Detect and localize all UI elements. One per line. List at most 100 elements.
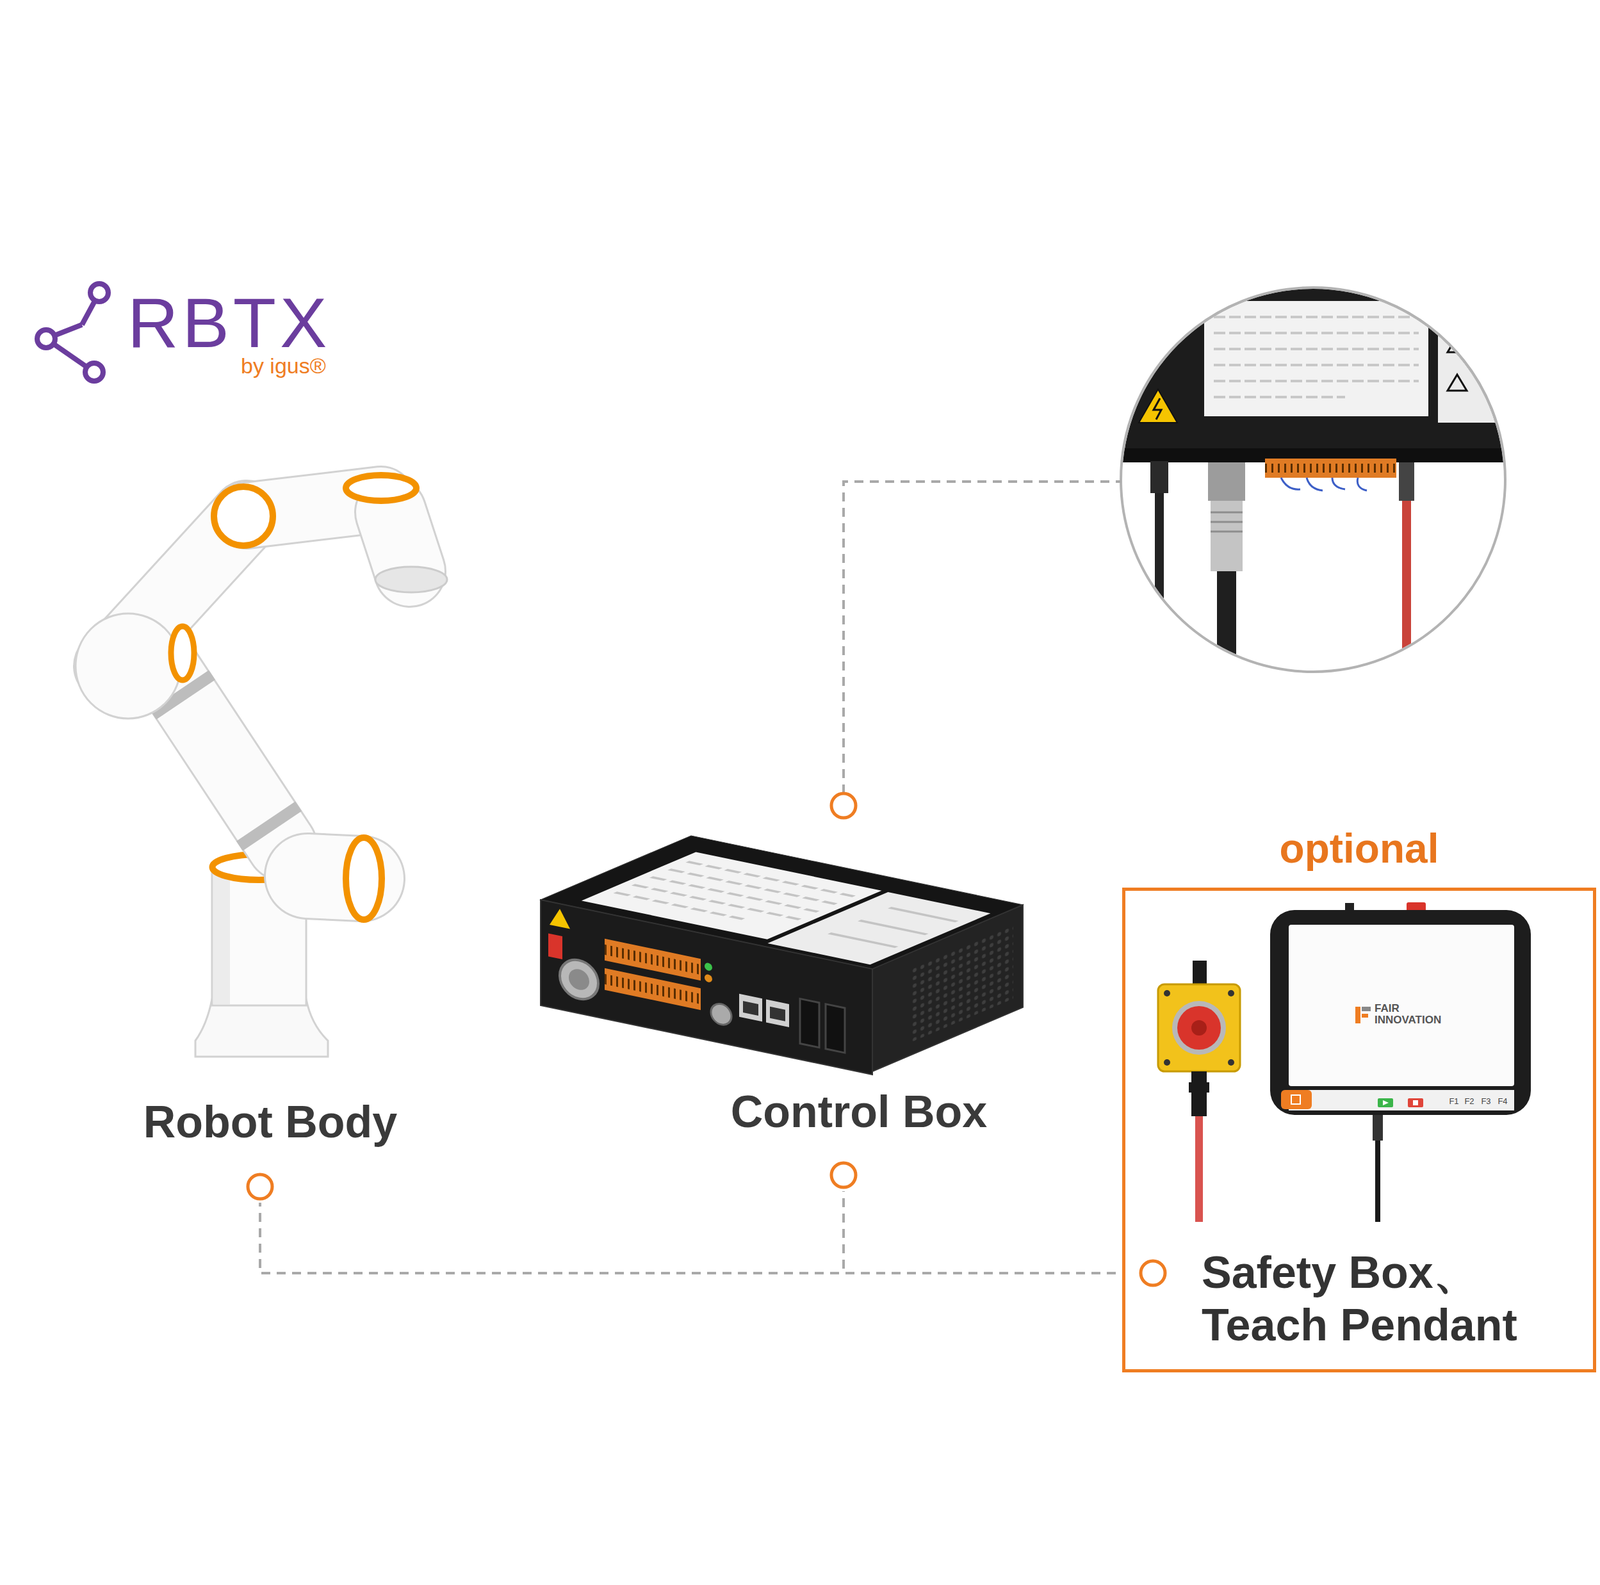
screw (1227, 1059, 1235, 1066)
slot (825, 1004, 845, 1054)
logo-dot (85, 363, 104, 382)
component-label: Control Box (730, 1086, 988, 1139)
robot-foot (195, 999, 328, 1057)
wrist-ring (213, 486, 273, 546)
flange-outline (390, 512, 410, 572)
shoulder-ring (345, 837, 382, 920)
sheet-line (1213, 331, 1419, 335)
safety-box-illustration (1158, 960, 1241, 1223)
inset-warning-mark (1447, 374, 1467, 391)
estop-button (1177, 1006, 1221, 1050)
power-plug (1150, 461, 1169, 494)
inset-terminal-strip (1265, 458, 1397, 478)
gland-nut (1188, 1082, 1210, 1093)
estop-center (1191, 1020, 1207, 1036)
function-key-label: F3 (1478, 1097, 1494, 1106)
leader-line (843, 481, 1121, 794)
sheet-line (1213, 379, 1419, 383)
optional-accessories-box: optionalSafety Box、 Teach Pendant (1122, 887, 1597, 1373)
inset-wires (1281, 477, 1367, 491)
inset-ground (1114, 281, 1512, 679)
side-face (872, 905, 1023, 1072)
estop-housing (1158, 984, 1241, 1072)
small-connector (710, 1001, 732, 1027)
robot-connector (559, 956, 599, 1004)
pendant-brand-mark (1291, 1095, 1301, 1105)
screen-logo-bar (1361, 1006, 1371, 1012)
detail-inset (1114, 281, 1522, 681)
sheet-line (889, 907, 957, 922)
inset-sheet-lines (1213, 317, 1419, 398)
sheet-line (1213, 315, 1419, 319)
ethernet-port (766, 999, 790, 1028)
warning-sign (549, 906, 571, 930)
inset-warning-sheet (1437, 301, 1522, 423)
pendant-brand-tab (1281, 1090, 1312, 1110)
robot-connector-core (568, 967, 590, 993)
inset-border (1120, 287, 1506, 672)
screw (1227, 990, 1235, 997)
connector-dot (831, 1163, 856, 1188)
strain-relief (1372, 1115, 1383, 1141)
metal-connector-sleeve (1210, 500, 1243, 572)
status-led (704, 973, 713, 984)
component-label: Robot Body (143, 1096, 398, 1149)
stop-key-mark (1412, 1100, 1419, 1106)
wrist-top-ring (345, 475, 417, 501)
flange-face (375, 566, 448, 593)
red-cable-plug (1398, 462, 1415, 501)
dashed-connector (260, 1202, 1123, 1274)
stop-key (1407, 1098, 1424, 1108)
pendant-cable (1375, 1140, 1381, 1223)
brand-logo-text: RBTX (127, 287, 331, 359)
dashed-connector (843, 1191, 1123, 1274)
pendant-key-bar (1288, 1090, 1515, 1111)
control-box-illustration (540, 835, 1023, 1075)
screen-logo-bar (1361, 1013, 1369, 1018)
sheet-line (829, 933, 897, 948)
function-key-label: F4 (1494, 1097, 1511, 1106)
robot-body-node: Robot Body (137, 1090, 405, 1203)
brand-subtitle: by igus® (240, 354, 327, 377)
elbow-joint (75, 613, 181, 719)
flange (390, 512, 410, 572)
sheet-line (614, 892, 743, 920)
red-cable (1402, 500, 1412, 681)
slot (800, 998, 820, 1048)
power-cable (1154, 493, 1164, 679)
ridge (1210, 511, 1243, 514)
teach-pendant-illustration (1270, 902, 1531, 1223)
ethernet-socket (769, 1006, 786, 1022)
cable-gland (1192, 960, 1207, 987)
ridge (1210, 521, 1243, 524)
vent-grid (910, 924, 1014, 1043)
power-switch (548, 933, 563, 961)
inset-voltage-sign (1138, 389, 1178, 423)
start-key-mark (1382, 1100, 1389, 1106)
front-face (540, 899, 873, 1075)
ridge (1210, 530, 1243, 533)
elbow-ring (171, 626, 195, 681)
inset-terminal-ticks (1265, 463, 1397, 473)
connector-dot (1140, 1261, 1166, 1286)
start-key (1377, 1098, 1394, 1108)
function-key-label: F2 (1461, 1097, 1478, 1106)
terminal-block (604, 968, 701, 1011)
component-label: Safety Box、 Teach Pendant (1201, 1247, 1561, 1353)
metal-connector (1208, 462, 1246, 501)
robot-arm-illustration (75, 475, 448, 1057)
inset-sheet (1204, 301, 1429, 417)
control-box-node: Control Box (724, 1079, 995, 1192)
pendant-frame (1270, 910, 1531, 1116)
connector-ridges (1210, 512, 1243, 532)
sheet-lines (614, 862, 854, 928)
control-box-front (540, 899, 873, 1075)
screw (1163, 1059, 1171, 1066)
robot-cable (1216, 571, 1237, 681)
terminal-ticks (604, 949, 701, 970)
pendant-screen (1288, 924, 1515, 1087)
logo-dot (37, 329, 56, 348)
ethernet-socket (742, 1001, 759, 1016)
